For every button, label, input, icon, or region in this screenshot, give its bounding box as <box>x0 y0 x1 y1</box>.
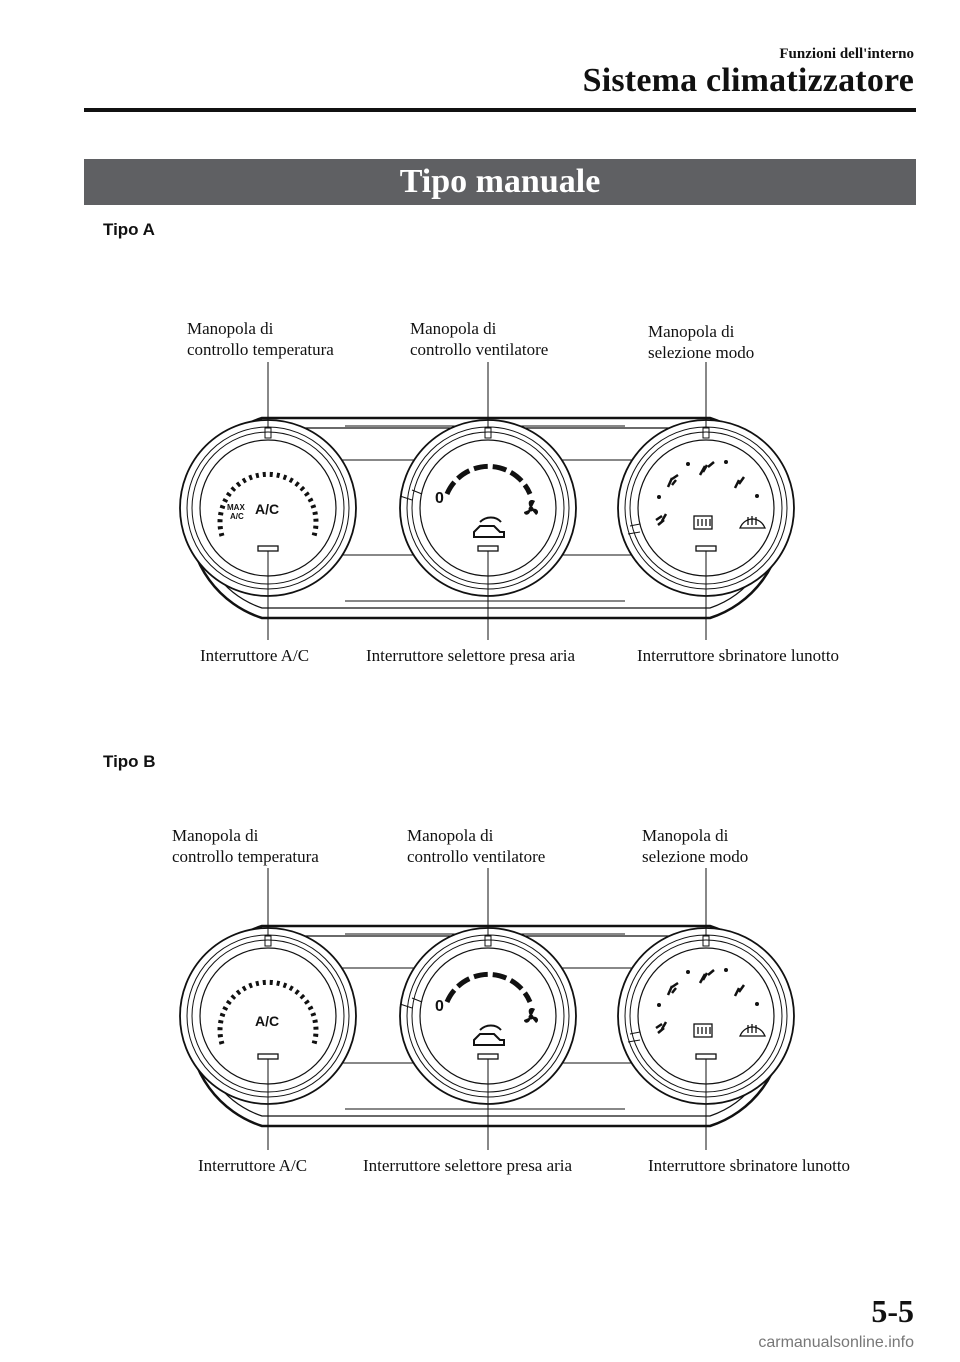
label-ac-switch-b: Interruttore A/C <box>198 1156 308 1175</box>
page-title: Sistema climatizzatore <box>582 62 914 99</box>
label-intake-switch-a: Interruttore selettore presa aria <box>366 646 576 665</box>
label-intake-switch-b: Interruttore selettore presa aria <box>363 1156 573 1175</box>
dial-zero-text-a: 0 <box>435 490 444 507</box>
header-rule <box>84 108 916 112</box>
climate-panel-b: A/C 0 <box>180 926 794 1126</box>
dial-ac-text-a: A/C <box>255 501 279 517</box>
dial-max-sub-text-a: A/C <box>230 512 244 521</box>
label-defrost-switch-a: Interruttore sbrinatore lunotto <box>637 646 840 665</box>
variant-label-a: Tipo A <box>103 220 155 239</box>
page-number: 5-5 <box>871 1293 914 1329</box>
dial-ac-text-b: A/C <box>255 1013 279 1029</box>
label-ac-switch-a: Interruttore A/C <box>200 646 310 665</box>
leader-lines-b <box>267 868 707 1150</box>
section-banner: Tipo manuale <box>84 159 916 205</box>
label-defrost-switch-b: Interruttore sbrinatore lunotto <box>648 1156 851 1175</box>
dial-max-text-a: MAX <box>227 503 245 512</box>
leader-lines-a <box>267 362 707 640</box>
variant-label-b: Tipo B <box>103 752 156 771</box>
dial-zero-text-b: 0 <box>435 998 444 1015</box>
section-heading: Funzioni dell'interno <box>779 46 914 62</box>
climate-panel-a: A/C MAX A/C 0 <box>180 418 794 618</box>
watermark: carmanualsonline.info <box>758 1334 914 1351</box>
